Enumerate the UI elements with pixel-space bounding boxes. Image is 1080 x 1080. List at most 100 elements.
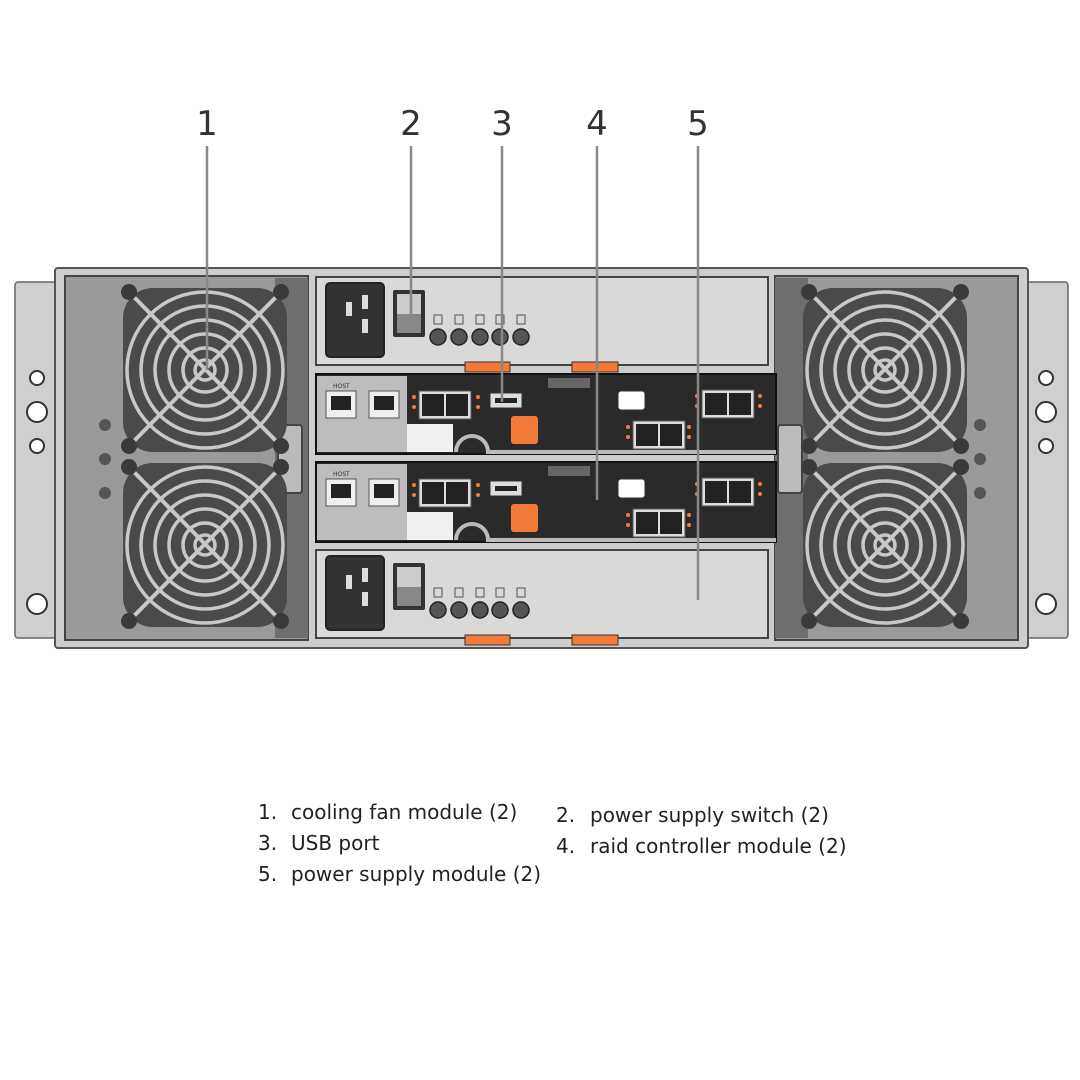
- keyhole-slot: [1035, 593, 1057, 615]
- led-symbol-icon: [495, 587, 505, 598]
- fan-screw: [121, 438, 137, 454]
- ethernet-port-jack: [374, 484, 394, 498]
- host-port-label: HOST: [333, 383, 350, 390]
- fan-screw: [801, 438, 817, 454]
- fan-status-led: [99, 487, 111, 499]
- port-activity-led: [476, 483, 480, 487]
- fan-status-led: [974, 487, 986, 499]
- legend-text: power supply module (2): [291, 862, 542, 886]
- psu-body: [315, 549, 769, 639]
- psu-body: [315, 276, 769, 366]
- fan-status-led: [99, 453, 111, 465]
- legend-text: cooling fan module (2): [291, 800, 518, 824]
- inlet-pin: [346, 575, 352, 589]
- seven-segment-display: [407, 424, 453, 452]
- fan-status-led: [974, 453, 986, 465]
- raid-controller-module: HOST: [315, 461, 777, 543]
- fan-guard-ring: [805, 465, 965, 625]
- usb-port-slot: [495, 486, 517, 491]
- fan-screw: [953, 284, 969, 300]
- psu-status-led: [491, 601, 509, 619]
- port-activity-led: [412, 493, 416, 497]
- release-tab: [571, 361, 619, 373]
- keyhole-slot: [26, 593, 48, 615]
- fan-guard-ring: [861, 346, 909, 394]
- port-activity-led: [687, 425, 691, 429]
- keyhole-slot: [26, 401, 48, 423]
- sas-port-jack: [422, 482, 444, 504]
- fan-screw: [801, 459, 817, 475]
- controller-handle: [454, 522, 776, 542]
- switch-rocker: [397, 587, 421, 606]
- led-symbol-icon: [475, 314, 485, 325]
- fan-screw: [801, 613, 817, 629]
- ac-power-inlet: [325, 282, 385, 358]
- rack-ear-holes: [26, 370, 1057, 615]
- legend-number: 1.: [258, 800, 278, 824]
- sas-port-jack: [660, 512, 682, 534]
- callout-number: 4: [586, 104, 608, 144]
- legend-number: 3.: [258, 831, 278, 855]
- led-symbol-icon: [454, 587, 464, 598]
- cooling-fan-modules: [64, 275, 1019, 641]
- sas-port-jack: [729, 481, 751, 503]
- inlet-pin: [362, 319, 368, 333]
- fan-guard-ring: [833, 318, 937, 422]
- led-symbol-icon: [475, 587, 485, 598]
- fan-guard-wire: [807, 465, 963, 623]
- psu-status-led: [491, 328, 509, 346]
- service-tag-label: [548, 378, 590, 388]
- port-activity-led: [412, 405, 416, 409]
- port-activity-led: [476, 405, 480, 409]
- callout-number: 5: [687, 104, 709, 144]
- inlet-pin: [362, 592, 368, 606]
- fan-guard-ring: [847, 507, 923, 583]
- release-lever: [511, 416, 538, 444]
- led-symbol-icon: [433, 314, 443, 325]
- fan-guard-ring: [873, 358, 897, 382]
- fan-screw: [121, 284, 137, 300]
- controller-handle: [454, 434, 776, 454]
- raid-controller-modules: HOST HOST: [315, 373, 777, 543]
- port-activity-led: [687, 523, 691, 527]
- led-symbol-icon: [516, 314, 526, 325]
- fan-guard-wire: [127, 290, 283, 448]
- fan-guard-wire: [127, 465, 283, 623]
- psu-status-led: [512, 328, 530, 346]
- psu-status-led: [429, 601, 447, 619]
- mount-hole: [29, 438, 45, 454]
- fan: [121, 284, 289, 454]
- left-rack-ear: [14, 281, 58, 639]
- port-activity-led: [412, 483, 416, 487]
- port-activity-led: [476, 395, 480, 399]
- power-supply-module: [315, 276, 769, 373]
- psu-status-led: [429, 328, 447, 346]
- mount-hole: [1038, 370, 1054, 386]
- port-activity-led: [687, 435, 691, 439]
- sas-port-jack: [636, 512, 658, 534]
- inlet-pin: [362, 295, 368, 309]
- fan-screw: [273, 284, 289, 300]
- psu-status-led: [450, 328, 468, 346]
- fan-guard-ring: [193, 533, 217, 557]
- fan-screw: [273, 459, 289, 475]
- service-tag-label: [548, 466, 590, 476]
- led-symbol-icon: [495, 314, 505, 325]
- port-activity-led: [758, 482, 762, 486]
- fan-guard-ring: [153, 318, 257, 422]
- sas-port-jack: [446, 482, 468, 504]
- usb-port-slot: [495, 398, 517, 403]
- port-activity-led: [758, 492, 762, 496]
- fan-guard-ring: [167, 332, 243, 408]
- fan: [801, 284, 969, 454]
- fan: [801, 459, 969, 629]
- fan-latch: [777, 424, 803, 494]
- fan-guard-ring: [847, 332, 923, 408]
- release-tab: [464, 634, 511, 646]
- fan-guard-ring: [167, 507, 243, 583]
- fan-guard-ring: [873, 533, 897, 557]
- ac-power-inlet: [325, 555, 385, 631]
- mini-usb-port: [617, 390, 646, 411]
- port-activity-led: [626, 425, 630, 429]
